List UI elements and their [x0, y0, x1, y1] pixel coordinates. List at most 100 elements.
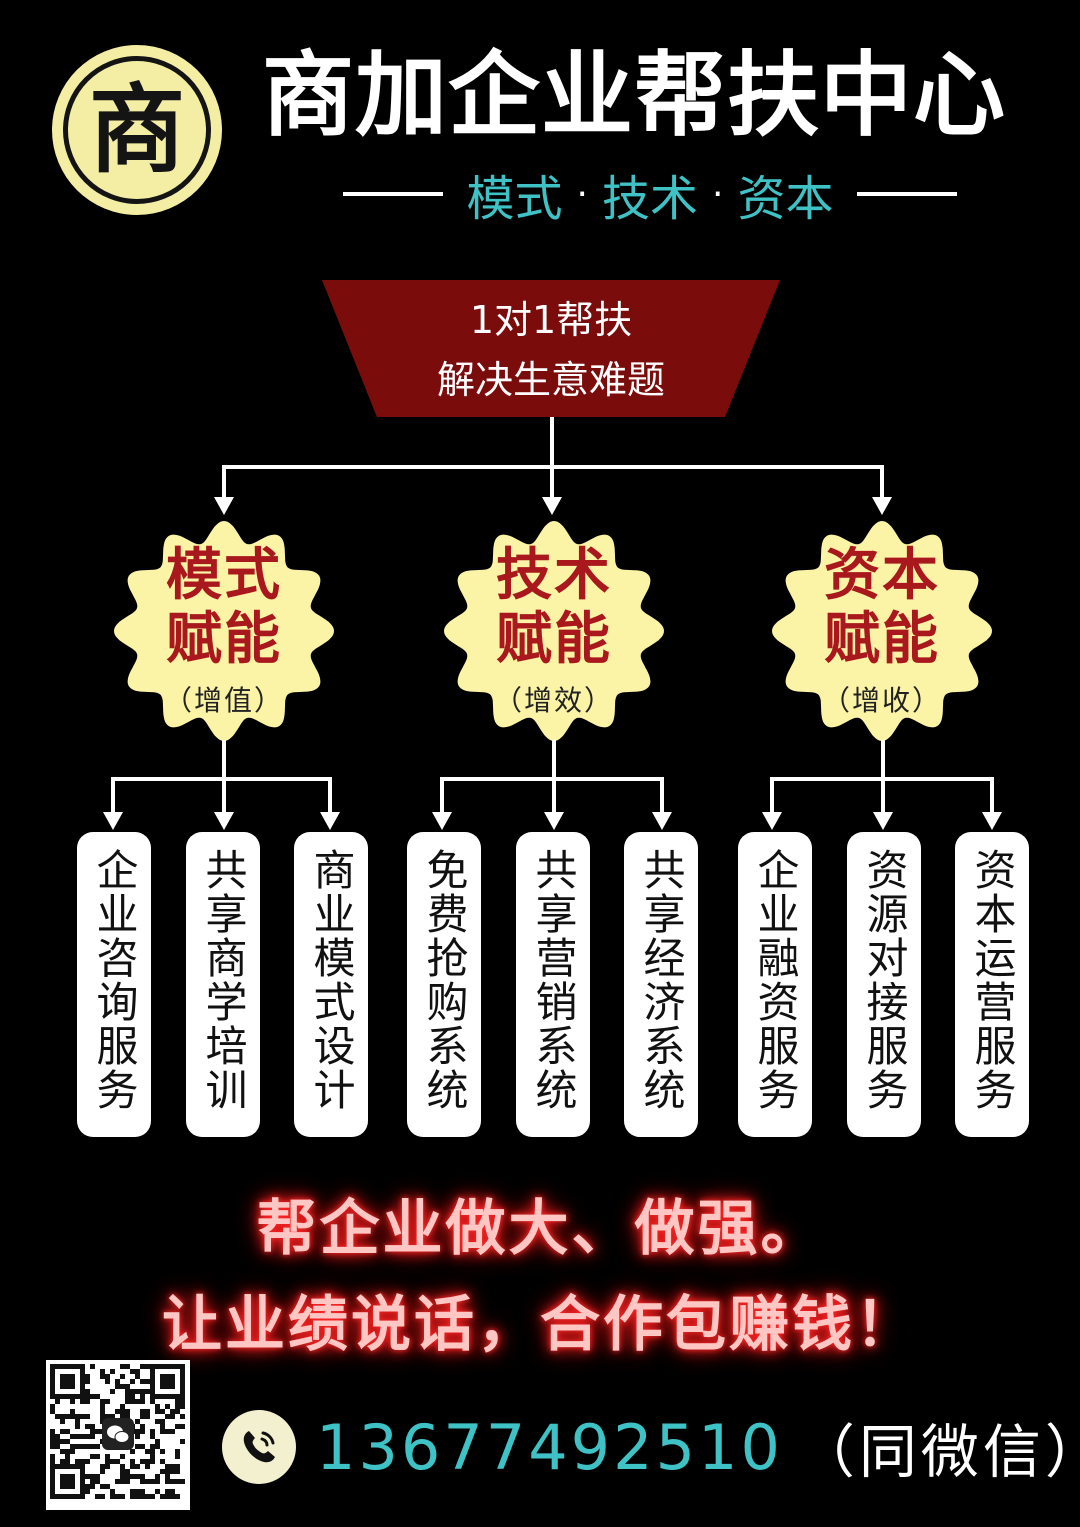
qr-module [175, 1424, 180, 1429]
pillar-title-line1: 模式 [165, 542, 282, 608]
qr-module [165, 1464, 170, 1469]
connector-line [222, 740, 226, 780]
qr-module [175, 1469, 180, 1474]
qr-module [60, 1449, 65, 1454]
qr-module [125, 1399, 130, 1404]
qr-module [135, 1374, 140, 1379]
qr-module [80, 1414, 85, 1419]
qr-module [130, 1399, 135, 1404]
arrow-down-icon [762, 812, 782, 830]
qr-module [155, 1444, 160, 1449]
qr-module [50, 1434, 55, 1439]
qr-module [155, 1409, 160, 1414]
qr-module [135, 1399, 140, 1404]
service-label: 共享商学培训 [199, 848, 248, 1112]
qr-module [55, 1414, 60, 1419]
qr-module [55, 1444, 60, 1449]
qr-module [65, 1429, 70, 1434]
qr-module [60, 1429, 65, 1434]
qr-module [95, 1454, 100, 1459]
qr-module [175, 1409, 180, 1414]
service-label: 共享营销系统 [529, 848, 578, 1112]
qr-module [150, 1449, 155, 1454]
qr-module [85, 1399, 90, 1404]
qr-module [175, 1399, 180, 1404]
scalloped-badge-icon [114, 521, 334, 741]
qr-module [70, 1449, 75, 1454]
qr-module [135, 1489, 140, 1494]
qr-code [46, 1360, 190, 1510]
qr-module [110, 1459, 115, 1464]
qr-module [145, 1459, 150, 1464]
qr-module [145, 1479, 150, 1484]
qr-module [85, 1489, 90, 1494]
qr-module [140, 1364, 145, 1369]
qr-module [55, 1399, 60, 1404]
banner-shape [322, 280, 780, 417]
qr-module [140, 1379, 145, 1384]
qr-module [85, 1444, 90, 1449]
qr-module [50, 1439, 55, 1444]
pillar-badge-tech: 技术 赋能 （增效） [441, 518, 667, 744]
qr-module [125, 1414, 130, 1419]
qr-module [140, 1494, 145, 1499]
tagline-item-capital: 资本 [737, 171, 834, 227]
qr-module [115, 1384, 120, 1389]
arrow-down-icon [982, 812, 1002, 830]
qr-module [55, 1439, 60, 1444]
qr-module [160, 1469, 165, 1474]
qr-module [90, 1424, 95, 1429]
qr-module [150, 1454, 155, 1459]
phone-number[interactable]: 13677492510 [316, 1410, 783, 1484]
qr-module [120, 1479, 125, 1484]
qr-module [160, 1424, 165, 1429]
connector-line [328, 777, 332, 813]
qr-module [165, 1489, 170, 1494]
qr-module [105, 1484, 110, 1489]
qr-module [70, 1399, 75, 1404]
logo: 商 [52, 45, 222, 215]
tagline-item-tech: 技术 [601, 171, 698, 227]
connector-line [111, 777, 332, 781]
qr-module [160, 1459, 165, 1464]
qr-module [90, 1479, 95, 1484]
service-pill: 企业融资服务 [738, 832, 812, 1137]
qr-module [70, 1444, 75, 1449]
qr-module [140, 1444, 145, 1449]
qr-module [140, 1409, 145, 1414]
qr-module [90, 1429, 95, 1434]
tagline-separator: · [576, 173, 588, 215]
qr-module [90, 1394, 95, 1399]
qr-module [165, 1469, 170, 1474]
qr-module [110, 1414, 115, 1419]
connector-line [111, 777, 115, 813]
qr-module [85, 1379, 90, 1384]
qr-module [100, 1414, 105, 1419]
qr-module [90, 1444, 95, 1449]
service-pill: 共享经济系统 [624, 832, 698, 1137]
service-pill: 资源对接服务 [847, 832, 921, 1137]
qr-module [150, 1459, 155, 1464]
qr-module [140, 1479, 145, 1484]
qr-module [75, 1419, 80, 1424]
qr-module [75, 1424, 80, 1429]
qr-module [105, 1454, 110, 1459]
qr-module [180, 1424, 185, 1429]
arrow-down-icon [872, 497, 892, 515]
qr-module [170, 1494, 175, 1499]
service-label: 免费抢购系统 [420, 848, 469, 1112]
qr-module [70, 1409, 75, 1414]
service-label: 商业模式设计 [307, 848, 356, 1112]
banner-line-1: 1对1帮扶 [469, 298, 633, 342]
qr-module [50, 1459, 55, 1464]
scalloped-badge-icon [772, 521, 992, 741]
contact-row: 13677492510 （同微信） [316, 1402, 1080, 1492]
qr-module [165, 1414, 170, 1419]
qr-module [130, 1489, 135, 1494]
qr-module [85, 1434, 90, 1439]
qr-module [100, 1464, 105, 1469]
qr-module [145, 1364, 150, 1369]
qr-module [95, 1474, 100, 1479]
qr-module [155, 1419, 160, 1424]
qr-module [60, 1439, 65, 1444]
